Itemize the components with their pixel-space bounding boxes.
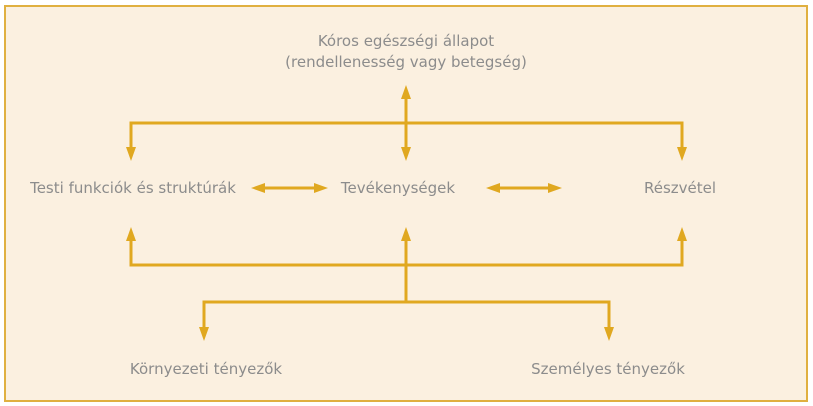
participation-label: Részvétel — [644, 179, 716, 197]
diagram-frame — [4, 5, 808, 402]
health-condition-label: Kóros egészségi állapot — [318, 32, 494, 50]
personal-factors-label: Személyes tényezők — [531, 360, 685, 378]
bottom-connector — [126, 227, 687, 341]
activities-label: Tevékenységek — [340, 179, 456, 197]
activity-arrows — [251, 183, 562, 193]
top-connector — [126, 85, 687, 161]
environmental-factors-label: Környezeti tényezők — [130, 360, 282, 378]
health-condition-sublabel: (rendellenesség vagy betegség) — [285, 53, 527, 71]
body-functions-label: Testi funkciók és struktúrák — [29, 179, 236, 197]
